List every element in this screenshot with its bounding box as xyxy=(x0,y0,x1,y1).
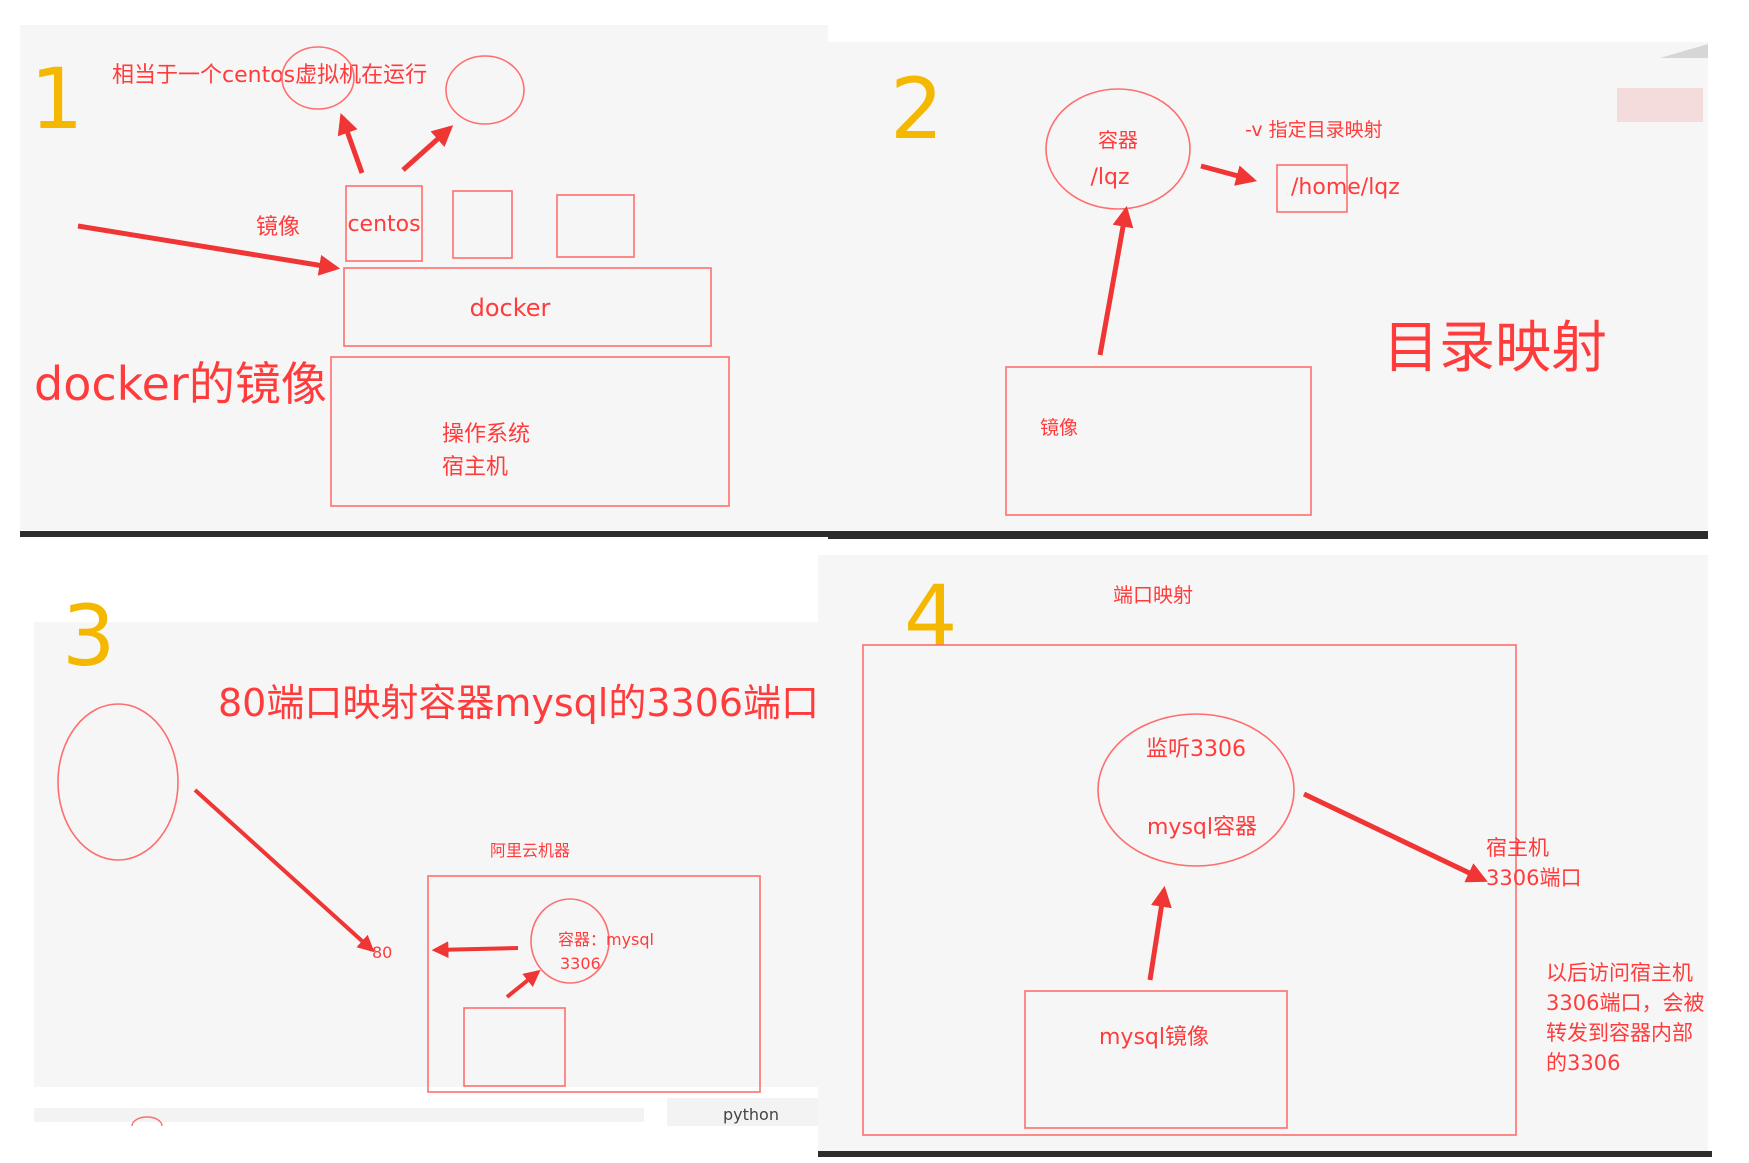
mysql-container-label: mysql容器 xyxy=(1147,815,1257,840)
host-port-label-2: 3306端口 xyxy=(1486,866,1581,890)
panel-2-background xyxy=(828,42,1708,530)
image-box-label: 镜像 xyxy=(1040,417,1078,439)
docker-box-label: docker xyxy=(470,294,551,322)
note-line-2: 3306端口，会被 xyxy=(1546,991,1704,1015)
mysql-container-circle xyxy=(1097,713,1295,867)
arrow-centos-to-vm2 xyxy=(401,125,454,172)
panel-1-title: docker的镜像 xyxy=(34,357,327,411)
volume-flag-label: -v 指定目录映射 xyxy=(1245,119,1383,141)
panel-2-number: 2 xyxy=(890,60,943,158)
container-small-label-1: 容器：mysql xyxy=(558,930,654,949)
blurred-watermark xyxy=(1617,88,1703,122)
image-box-2 xyxy=(452,190,513,259)
container-small-label-2: 3306 xyxy=(560,954,601,973)
note-line-3: 转发到容器内部 xyxy=(1546,1021,1693,1045)
panel-4-background xyxy=(818,555,1708,1151)
arrow-container-to-host-port xyxy=(1302,791,1488,883)
panel-4-rule xyxy=(818,1151,1712,1157)
panel-1-caption: 相当于一个centos虚拟机在运行 xyxy=(112,63,427,88)
docker-box xyxy=(343,267,712,347)
panel-3-number: 3 xyxy=(62,587,115,685)
host-outer-box xyxy=(862,644,1517,1136)
python-tab-label: python xyxy=(723,1105,779,1124)
panel-2-rule xyxy=(828,531,1708,539)
image-box-3 xyxy=(556,194,635,258)
panel-3-lower-strip xyxy=(34,1108,644,1122)
note-line-4: 的3306 xyxy=(1546,1051,1620,1075)
image-label: 镜像 xyxy=(256,215,300,240)
centos-box-label: centos xyxy=(347,212,420,237)
host-os-label-1: 操作系统 xyxy=(442,422,530,447)
panel-1-rule xyxy=(20,531,828,537)
mysql-image-label: mysql镜像 xyxy=(1099,1025,1209,1050)
panel-4-caption: 端口映射 xyxy=(1113,583,1193,607)
host-machine-box xyxy=(427,875,761,1093)
panel-4-number: 4 xyxy=(904,567,957,665)
arrow-container-to-80 xyxy=(431,941,519,959)
arrow-client-to-80 xyxy=(193,788,375,953)
arrow-image-to-container xyxy=(1097,205,1134,356)
port-80-label: 80 xyxy=(372,943,392,962)
container-path: /lqz xyxy=(1090,165,1129,190)
python-tab-background xyxy=(667,1098,832,1126)
listen-3306-label: 监听3306 xyxy=(1146,737,1246,762)
panel-1-background xyxy=(20,25,828,530)
centos-box xyxy=(345,185,423,262)
vm-circle-1 xyxy=(281,46,355,110)
panel-1: 1 相当于一个centos虚拟机在运行 centos docker 操作系统 宿… xyxy=(20,25,828,537)
host-os-label-2: 宿主机 xyxy=(442,455,508,480)
arrow-centos-to-vm1 xyxy=(337,113,365,174)
panel-1-number: 1 xyxy=(30,50,83,148)
container-circle-small xyxy=(530,898,610,984)
host-port-label-1: 宿主机 xyxy=(1486,836,1549,860)
host-machine-label: 阿里云机器 xyxy=(490,841,570,860)
arrow-image-to-mysql-container xyxy=(1147,885,1172,981)
panel-4: 4 端口映射 监听3306 mysql容器 宿主机 3306端口 以后访问宿主机… xyxy=(818,555,1712,1157)
vm-circle-2 xyxy=(445,55,525,125)
host-os-box xyxy=(330,356,730,507)
client-circle xyxy=(57,703,179,861)
page-curl-mark xyxy=(1660,44,1708,58)
cropped-circle-fragment xyxy=(131,1116,163,1127)
image-box xyxy=(1005,366,1312,516)
arrow-container-to-host-path xyxy=(1200,163,1258,186)
panel-3: python 3 80端口映射容器mysql的3306端口 阿里云机器 80 容… xyxy=(34,587,832,1127)
note-line-1: 以后访问宿主机 xyxy=(1546,961,1693,985)
host-path-box xyxy=(1276,164,1348,213)
container-label: 容器 xyxy=(1098,128,1138,152)
arrow-image-to-docker xyxy=(77,223,341,276)
host-path-label: /home/lqz xyxy=(1291,175,1400,200)
mysql-image-box xyxy=(1024,990,1288,1129)
arrow-image-to-container-small xyxy=(505,969,541,999)
panel-3-title: 80端口映射容器mysql的3306端口 xyxy=(218,681,819,725)
panel-2-title: 目录映射 xyxy=(1383,316,1607,381)
panel-2: 2 容器 /lqz -v 指定目录映射 /home/lqz 目录映射 镜像 xyxy=(828,42,1708,539)
small-image-box xyxy=(463,1007,566,1087)
